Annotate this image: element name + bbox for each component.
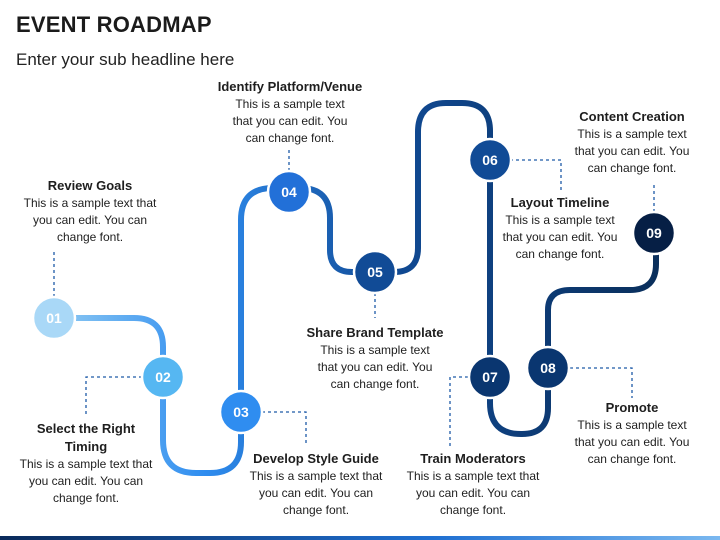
step-node-05: 05 <box>352 249 398 295</box>
step-node-03: 03 <box>218 389 264 435</box>
step-heading-04: Identify Platform/Venue <box>217 79 363 94</box>
page-title: EVENT ROADMAP <box>16 12 212 37</box>
step-body-07: This is a sample text that you can edit.… <box>406 469 540 517</box>
footer-accent-bar <box>0 536 720 540</box>
step-body-05: This is a sample text that you can edit.… <box>317 343 433 391</box>
step-card-03: Develop Style Guide This is a sample tex… <box>243 450 389 519</box>
page-subtitle: Enter your sub headline here <box>16 50 235 69</box>
step-number-07: 07 <box>482 369 498 385</box>
road-path <box>51 100 659 476</box>
step-card-02: Select the Right Timing This is a sample… <box>16 420 156 507</box>
step-card-06: Layout Timeline This is a sample text th… <box>496 194 624 263</box>
step-body-03: This is a sample text that you can edit.… <box>249 469 383 517</box>
step-body-01: This is a sample text that you can edit.… <box>23 196 157 244</box>
step-number-03: 03 <box>233 404 249 420</box>
step-card-08: Promote This is a sample text that you c… <box>566 399 698 468</box>
step-node-06: 06 <box>467 137 513 183</box>
step-card-01: Review Goals This is a sample text that … <box>20 177 160 246</box>
step-number-02: 02 <box>155 369 171 385</box>
connector-03 <box>262 411 307 445</box>
step-node-01: 01 <box>31 295 77 341</box>
connector-02 <box>85 376 142 415</box>
connector-08 <box>570 367 633 398</box>
step-heading-08: Promote <box>605 400 659 415</box>
step-body-06: This is a sample text that you can edit.… <box>502 213 618 261</box>
step-number-08: 08 <box>540 360 556 376</box>
step-node-07: 07 <box>467 354 513 400</box>
step-heading-09: Content Creation <box>579 109 685 124</box>
step-card-04: Identify Platform/Venue This is a sample… <box>204 78 376 147</box>
step-card-07: Train Moderators This is a sample text t… <box>406 450 540 519</box>
step-heading-07: Train Moderators <box>420 451 526 466</box>
step-heading-03: Develop Style Guide <box>253 451 379 466</box>
step-heading-06: Layout Timeline <box>510 195 610 210</box>
step-heading-05: Share Brand Template <box>306 325 444 340</box>
step-number-04: 04 <box>281 184 297 200</box>
step-card-05: Share Brand Template This is a sample te… <box>296 324 454 393</box>
step-heading-01: Review Goals <box>47 178 133 193</box>
step-node-08: 08 <box>525 345 571 391</box>
step-body-09: This is a sample text that you can edit.… <box>574 127 690 175</box>
step-card-09: Content Creation This is a sample text t… <box>566 108 698 177</box>
step-body-04: This is a sample text that you can edit.… <box>232 97 348 145</box>
step-node-04: 04 <box>266 169 312 215</box>
step-node-02: 02 <box>140 354 186 400</box>
step-number-06: 06 <box>482 152 498 168</box>
step-number-01: 01 <box>46 310 62 326</box>
step-number-05: 05 <box>367 264 383 280</box>
connector-07 <box>449 376 468 448</box>
step-body-08: This is a sample text that you can edit.… <box>574 418 690 466</box>
connector-06 <box>510 159 562 190</box>
step-number-09: 09 <box>646 225 662 241</box>
step-node-09: 09 <box>631 210 677 256</box>
step-body-02: This is a sample text that you can edit.… <box>19 457 153 505</box>
step-heading-02: Select the Right Timing <box>36 421 136 454</box>
